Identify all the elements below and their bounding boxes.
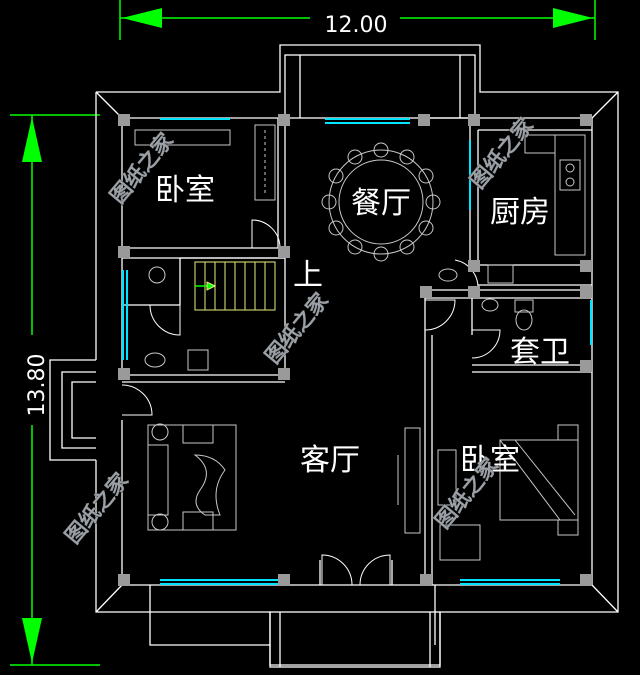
watermark-3: 图纸之家	[260, 288, 333, 369]
door-entry-right	[359, 554, 391, 586]
tv-cabinet	[404, 427, 421, 534]
columns	[118, 114, 592, 586]
door-bedroom-nw	[251, 219, 281, 249]
wardrobe	[254, 124, 276, 201]
kitchen-counter	[487, 134, 586, 284]
arrow-up-icon	[22, 117, 42, 162]
door-west-porch	[121, 384, 153, 416]
dimension-height: 13.80	[10, 114, 100, 666]
room-label-bedroom-se: 卧室	[460, 443, 520, 478]
door-living-east	[424, 299, 456, 331]
staircase	[194, 261, 276, 311]
stair-arrow-icon	[206, 281, 217, 291]
arrow-down-icon	[22, 618, 42, 663]
room-label-suite-bath: 套卫	[510, 335, 570, 370]
room-label-kitchen: 厨房	[490, 195, 550, 230]
basin-suite	[481, 298, 499, 312]
door-suite-bath	[471, 329, 501, 359]
interior-walls	[122, 118, 592, 585]
shower-nw	[187, 349, 209, 371]
bed-headboard	[134, 129, 231, 146]
windows	[122, 118, 592, 585]
door-entry-left	[321, 554, 353, 586]
basin-kitchen	[438, 268, 458, 282]
room-label-living: 客厅	[300, 443, 360, 478]
width-dimension-label: 12.00	[325, 13, 388, 38]
door-bath-nw	[149, 304, 181, 336]
basin-nw	[144, 352, 166, 368]
toilet-tank-suite	[514, 299, 534, 313]
sink-nw	[148, 266, 166, 284]
room-label-dining: 餐厅	[351, 186, 411, 221]
arrow-left-icon	[122, 8, 162, 28]
arrow-right-icon	[553, 8, 593, 28]
room-label-bedroom-nw: 卧室	[155, 173, 215, 208]
furniture	[134, 124, 586, 561]
room-label-stair-up: 上	[293, 258, 323, 293]
bed-se	[437, 424, 579, 561]
height-dimension-label: 13.80	[25, 354, 50, 417]
watermarks: 图纸之家 图纸之家 图纸之家 图纸之家 图纸之家	[60, 112, 539, 548]
toilet-suite	[515, 309, 533, 331]
dimension-width: 12.00	[119, 0, 596, 40]
dining-table	[321, 142, 441, 262]
sofa-set	[147, 423, 237, 531]
